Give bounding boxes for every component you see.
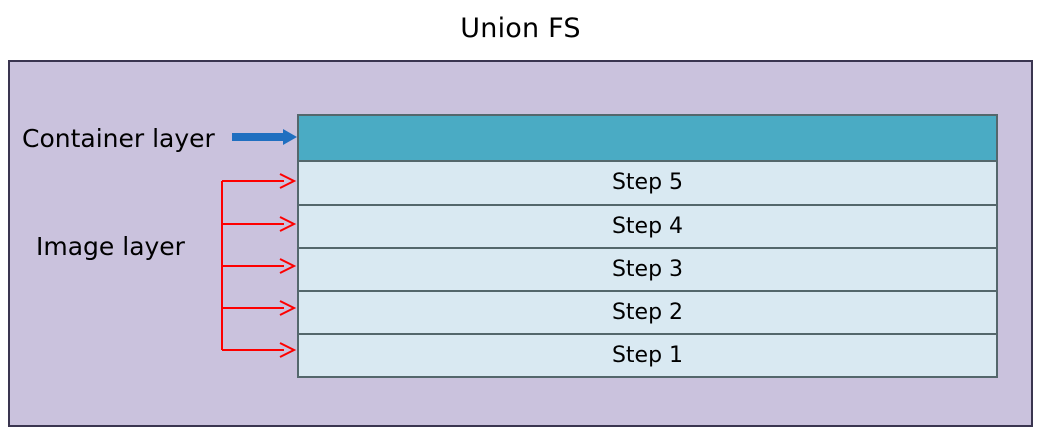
image-layer-row-step-3[interactable]: Step 3 bbox=[299, 248, 996, 292]
container-layer-row[interactable] bbox=[299, 116, 996, 163]
image-layer-row-step-2[interactable]: Step 2 bbox=[299, 291, 996, 335]
image-layer-row-label: Step 4 bbox=[611, 213, 684, 239]
image-layer-row-label: Step 2 bbox=[611, 299, 684, 325]
image-layer-row-step-4[interactable]: Step 4 bbox=[299, 205, 996, 249]
page-title: Union FS bbox=[460, 13, 581, 44]
image-layer-row-label: Step 3 bbox=[611, 256, 684, 282]
image-layer-row-label: Step 1 bbox=[611, 342, 684, 368]
container-layer-label: Container layer bbox=[22, 124, 215, 153]
layer-stack: Step 5 Step 4 Step 3 Step 2 Step 1 bbox=[297, 114, 998, 378]
image-layer-label: Image layer bbox=[36, 232, 185, 261]
image-layer-row-step-5[interactable]: Step 5 bbox=[299, 162, 996, 206]
image-layer-row-label: Step 5 bbox=[611, 170, 684, 196]
image-layer-row-step-1[interactable]: Step 1 bbox=[299, 334, 996, 377]
